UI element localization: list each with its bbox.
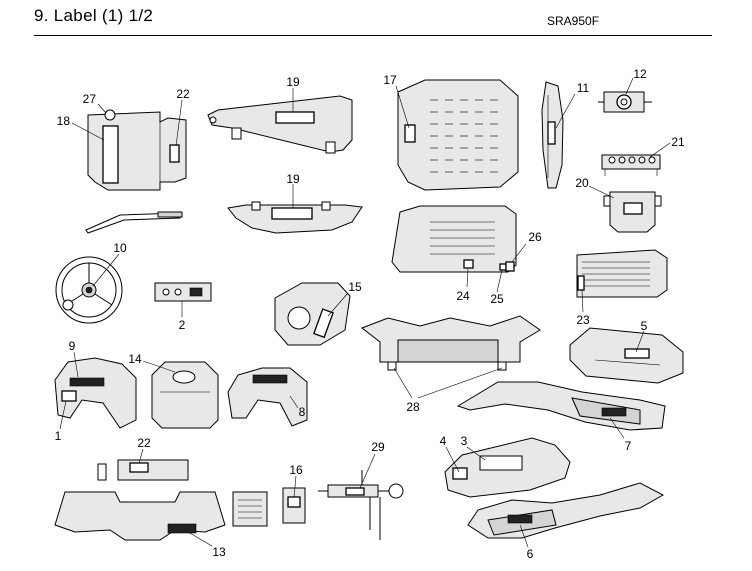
callout-20: 20	[575, 176, 589, 190]
small-bracket-drawing	[97, 459, 189, 481]
fender-drawing	[274, 282, 351, 346]
side-cover-drawing	[569, 327, 684, 384]
callout-28: 28	[406, 400, 420, 414]
front-bar-drawing	[54, 491, 226, 541]
callout-16: 16	[289, 463, 303, 477]
callout-25: 25	[490, 292, 504, 306]
callout-5: 5	[641, 319, 648, 333]
upper-bracket-drawing	[207, 95, 353, 154]
callout-19b: 19	[286, 172, 300, 186]
hood-drawing	[397, 79, 519, 191]
callout-29: 29	[371, 440, 385, 454]
callout-21: 21	[671, 135, 685, 149]
callout-22: 22	[176, 87, 190, 101]
callout-1: 1	[55, 429, 62, 443]
callout-22b: 22	[137, 436, 151, 450]
callout-27: 27	[83, 92, 97, 106]
callout-26: 26	[528, 230, 542, 244]
callout-labels: 27 18 22 19 19 17 11 12 21 20 10 2 15 26…	[55, 67, 685, 561]
callout-10: 10	[113, 241, 127, 255]
callout-6: 6	[527, 547, 534, 561]
side-panel-drawing	[85, 109, 187, 234]
small-boxes-drawing	[232, 487, 306, 527]
cover-block-drawing	[360, 315, 541, 371]
callout-15: 15	[348, 280, 362, 294]
callout-2: 2	[179, 318, 186, 332]
callout-13: 13	[212, 545, 226, 559]
grille-cover-drawing	[391, 205, 517, 273]
step-drawing	[444, 437, 571, 498]
callout-11: 11	[577, 81, 590, 95]
callout-3: 3	[461, 434, 468, 448]
callout-19: 19	[286, 75, 300, 89]
callout-9: 9	[69, 339, 76, 353]
narrow-panel-drawing	[541, 81, 564, 189]
long-rail-drawing	[456, 381, 666, 431]
page-title: 9. Label (1) 1/2	[34, 6, 154, 25]
callout-7: 7	[625, 439, 632, 453]
model-code: SRA950F	[547, 14, 600, 28]
instrument-panel-drawing	[154, 282, 212, 302]
step-rail-drawing	[467, 482, 665, 539]
callout-8: 8	[299, 405, 306, 419]
seat-shell-drawing	[151, 361, 219, 429]
curved-bar-drawing	[227, 201, 363, 234]
round-plate-drawing	[598, 91, 652, 113]
callout-18: 18	[57, 114, 71, 128]
callout-23: 23	[576, 313, 590, 327]
header-rule	[34, 35, 712, 36]
steering-wheel-drawing	[55, 256, 123, 324]
switch-unit-drawing	[601, 154, 661, 176]
callout-12: 12	[633, 67, 647, 81]
callout-24: 24	[456, 289, 470, 303]
callout-17: 17	[383, 73, 397, 87]
callout-4: 4	[440, 434, 447, 448]
pedal-bracket-drawing	[318, 470, 404, 540]
box-drawing	[603, 191, 662, 233]
left-fender-drawing	[54, 357, 137, 429]
grille-panel-drawing	[576, 249, 668, 298]
callout-14: 14	[128, 352, 142, 366]
right-fender-drawing	[227, 367, 308, 427]
